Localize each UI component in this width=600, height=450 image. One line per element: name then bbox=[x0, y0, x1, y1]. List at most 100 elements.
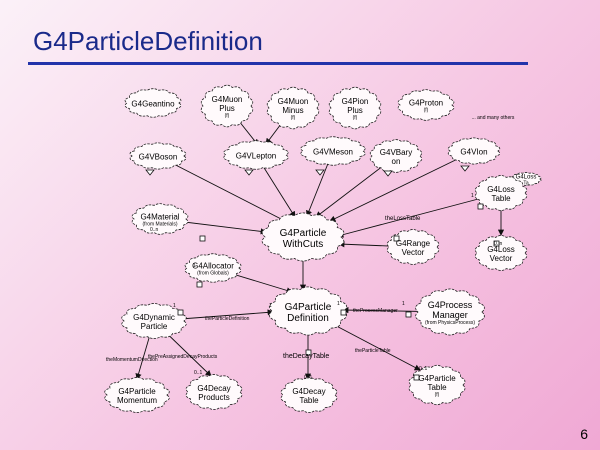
class-label-vmeson: G4VMeson bbox=[313, 148, 353, 157]
class-label-proton: G4Proton bbox=[409, 99, 443, 108]
class-vlepton bbox=[223, 140, 289, 170]
association-loss_table-particle_with_cuts bbox=[337, 192, 502, 238]
association-vion-particle_with_cuts bbox=[329, 150, 475, 222]
class-label-vbaryon: on bbox=[392, 157, 401, 166]
aggregation-mark-range_vector bbox=[393, 235, 400, 242]
class-range-vector bbox=[386, 229, 440, 265]
class-pion-plus bbox=[328, 86, 382, 130]
class-particle-momentum bbox=[104, 377, 170, 413]
class-label-decay-table: G4Decay bbox=[292, 387, 325, 396]
class-label-pion-plus: G4Pion bbox=[342, 97, 369, 106]
class-label-particle-table: G4Particle bbox=[418, 374, 456, 383]
class-label-dynamic-particle: G4Dynamic bbox=[133, 313, 175, 322]
class-decay-products bbox=[185, 374, 243, 410]
class-label-loss-vector: Vector bbox=[490, 254, 513, 263]
role-particle-table-mult: 0..1 bbox=[419, 366, 428, 372]
class-label-loss-small: G4Loss bbox=[516, 175, 537, 181]
class-label-muon-plus: G4Muon bbox=[212, 95, 243, 104]
class-label-dynamic-particle: Particle bbox=[141, 322, 168, 331]
class-label-muon-plus: Plus bbox=[219, 104, 235, 113]
class-process-manager bbox=[415, 288, 485, 336]
class-label-range-vector: Vector bbox=[402, 248, 425, 257]
abstract-mark-vbaryon bbox=[383, 170, 393, 177]
class-allocator bbox=[184, 253, 242, 283]
role-the-loss-table: theLossTable bbox=[385, 216, 421, 222]
aggregation-mark-loss_vector bbox=[493, 240, 500, 247]
class-vmeson bbox=[300, 136, 366, 166]
role-one-f: 1 bbox=[193, 263, 196, 269]
aggregation-mark-dynamic_particle bbox=[177, 309, 184, 316]
class-label-decay-products: G4Decay bbox=[197, 384, 230, 393]
class-label-process-manager: (from PhysicsProcess) bbox=[425, 320, 475, 326]
class-label-many-others: ... and many others bbox=[472, 115, 515, 121]
aggregation-mark-loss_table bbox=[477, 203, 484, 210]
class-label-process-manager: G4Process bbox=[428, 300, 473, 310]
class-muon-minus bbox=[266, 86, 320, 130]
class-label-muon-plus: (f) bbox=[225, 113, 230, 119]
class-particle-table bbox=[408, 364, 466, 406]
role-decay-table-mult: 0..1 bbox=[304, 375, 313, 381]
class-label-decay-table: Table bbox=[299, 396, 319, 405]
class-label-loss-table: G4Loss bbox=[487, 185, 515, 194]
class-label-particle-table: Table bbox=[427, 383, 447, 392]
class-label-pion-plus: (f) bbox=[353, 115, 358, 121]
class-vboson bbox=[129, 142, 187, 170]
role-decay-products-mult: 0..1 bbox=[194, 370, 203, 376]
abstract-mark-vboson bbox=[145, 169, 155, 176]
role-the-decay-table: theDecayTable bbox=[283, 353, 329, 360]
class-geantino bbox=[124, 88, 182, 118]
class-vion bbox=[447, 137, 501, 165]
class-particle-definition bbox=[268, 286, 348, 336]
slide-title: G4ParticleDefinition bbox=[33, 26, 263, 56]
class-loss-vector bbox=[474, 235, 528, 271]
class-vbaryon bbox=[369, 139, 423, 173]
class-loss-table bbox=[474, 175, 528, 211]
class-label-particle-momentum: G4Particle bbox=[118, 387, 156, 396]
aggregation-mark-particle_definition bbox=[340, 309, 347, 316]
class-dynamic-particle bbox=[121, 303, 187, 339]
class-muon-plus bbox=[200, 84, 254, 128]
class-decay-table bbox=[280, 377, 338, 413]
role-the-pre-assigned-decay-products: thePreAssignedDecayProducts bbox=[148, 354, 218, 360]
class-label-particle-definition: Definition bbox=[287, 313, 329, 324]
class-label-geantino: G4Geantino bbox=[131, 100, 175, 109]
class-label-proton: (f) bbox=[424, 108, 429, 114]
class-label-allocator: (from Globals) bbox=[197, 271, 229, 277]
class-label-loss-small: Ta bbox=[523, 181, 529, 187]
aggregation-mark-process_manager bbox=[405, 311, 412, 318]
class-label-vboson: G4VBoson bbox=[139, 153, 178, 162]
aggregation-mark-allocator bbox=[196, 281, 203, 288]
class-label-loss-table: Table bbox=[491, 194, 511, 203]
role-material-mult: 0..n bbox=[150, 227, 159, 233]
class-label-loss-vector: G4Loss bbox=[487, 245, 515, 254]
class-label-muon-minus: G4Muon bbox=[278, 97, 309, 106]
role-the-momentum-direction: theMomentumDirection bbox=[106, 357, 158, 363]
aggregation-mark-decay_table bbox=[305, 349, 312, 356]
class-label-particle-table: (f) bbox=[435, 392, 440, 398]
association-vboson-particle_with_cuts bbox=[157, 155, 288, 223]
class-label-particle-definition: G4Particle bbox=[285, 302, 332, 313]
class-label-muon-minus: Minus bbox=[282, 106, 303, 115]
role-the-process-manager: theProcessManager bbox=[353, 308, 398, 314]
class-label-pion-plus: Plus bbox=[347, 106, 363, 115]
class-label-process-manager: Manager bbox=[432, 310, 468, 320]
class-label-material: (from Materials) bbox=[142, 222, 177, 228]
role-one-d: 1 bbox=[471, 193, 474, 199]
role-one-c: 1 bbox=[402, 301, 405, 307]
role-the-particle-table: theParticleTable bbox=[355, 348, 391, 354]
abstract-mark-vion bbox=[460, 165, 470, 172]
class-label-vion: G4VIon bbox=[460, 148, 487, 157]
page-number: 6 bbox=[580, 426, 588, 442]
class-label-allocator: G4Allocator bbox=[192, 262, 234, 271]
aggregation-mark-particle_table bbox=[413, 374, 420, 381]
abstract-mark-vmeson bbox=[315, 169, 325, 176]
class-particle-with-cuts bbox=[261, 212, 345, 262]
aggregation-mark-material bbox=[199, 235, 206, 242]
role-one-a: 1 bbox=[269, 303, 272, 309]
title-rule bbox=[28, 62, 528, 65]
class-label-particle-momentum: Momentum bbox=[117, 396, 157, 405]
class-label-decay-products: Products bbox=[198, 393, 230, 402]
role-one-e: 1 bbox=[173, 303, 176, 309]
class-label-range-vector: G4Range bbox=[396, 239, 431, 248]
